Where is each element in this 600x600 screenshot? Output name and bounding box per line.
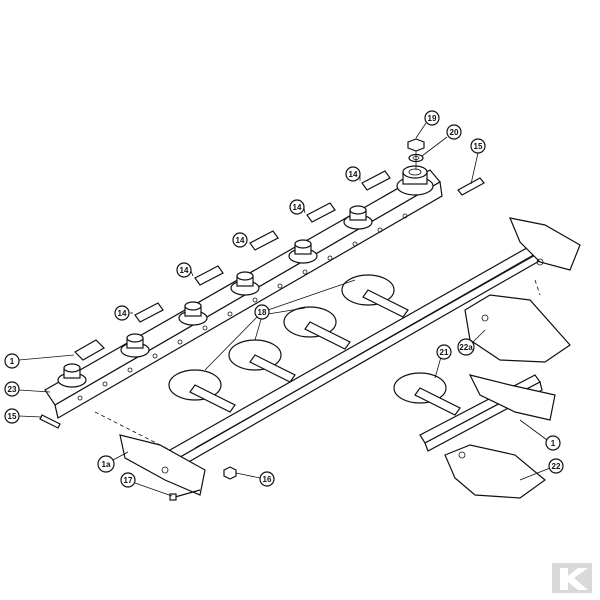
svg-text:14: 14 [293, 203, 302, 212]
callout-15-lower: 15 [4, 408, 43, 424]
drive-gear-hub [396, 165, 434, 196]
guard-clip-2 [194, 265, 224, 286]
cutter-disc-1 [168, 369, 236, 413]
nut-part [407, 138, 425, 152]
callout-22a: 22a [457, 329, 486, 356]
svg-text:18: 18 [258, 308, 267, 317]
svg-text:1a: 1a [102, 460, 111, 469]
svg-text:14: 14 [349, 170, 358, 179]
svg-text:19: 19 [428, 114, 437, 123]
cutter-disc-21 [393, 372, 461, 416]
guard-clip-3 [249, 230, 279, 251]
guard-clip-4 [306, 202, 336, 223]
callout-21: 21 [434, 344, 452, 379]
svg-text:23: 23 [8, 385, 17, 394]
svg-text:21: 21 [440, 348, 449, 357]
guard-clip-1 [134, 302, 164, 323]
svg-text:20: 20 [450, 128, 459, 137]
svg-text:16: 16 [263, 475, 272, 484]
cutter-hub-2 [120, 333, 150, 358]
callout-23: 23 [4, 381, 51, 397]
svg-text:15: 15 [474, 142, 483, 151]
kramp-logo-icon [552, 563, 592, 593]
cutter-disc-2 [228, 339, 296, 383]
bolt-part [169, 489, 201, 501]
callout-15-upper: 15 [470, 138, 486, 185]
callout-18: 18 [204, 279, 356, 371]
pin-part-upper [457, 177, 485, 196]
callout-1-right: 1 [519, 419, 561, 451]
svg-text:1: 1 [10, 357, 15, 366]
arrow-guard-part [74, 339, 105, 361]
svg-text:22a: 22a [459, 343, 473, 352]
cutter-hub-1 [57, 363, 87, 388]
callout-1-left: 1 [4, 353, 75, 369]
callout-22: 22 [519, 458, 564, 481]
svg-text:14: 14 [118, 309, 127, 318]
skid-plate-upper [464, 294, 571, 363]
pin-part-lower [39, 414, 61, 429]
guide-bar [119, 217, 581, 496]
svg-text:14: 14 [180, 266, 189, 275]
callout-14-c: 14 [232, 232, 248, 248]
callout-17: 17 [120, 472, 173, 497]
svg-text:1: 1 [551, 439, 556, 448]
callout-20: 20 [421, 124, 462, 157]
callout-14-d: 14 [289, 199, 306, 215]
callout-1a: 1a [97, 451, 129, 473]
lock-nut-part [223, 466, 237, 480]
cutter-disc-4 [341, 274, 409, 318]
svg-text:17: 17 [124, 476, 133, 485]
guide-bar-short [419, 374, 556, 452]
callout-14-e: 14 [345, 166, 361, 182]
cutter-hub-6 [343, 205, 373, 230]
cutter-hub-3 [178, 301, 208, 326]
guard-clip-5 [361, 170, 391, 191]
svg-text:14: 14 [236, 236, 245, 245]
callout-14-a: 14 [114, 305, 133, 321]
cutter-disc-3 [283, 306, 351, 350]
callout-14-b: 14 [176, 262, 194, 278]
cutter-hub-4 [230, 271, 260, 296]
callout-16: 16 [235, 471, 275, 487]
skid-plate-lower [444, 444, 546, 499]
svg-text:15: 15 [8, 412, 17, 421]
assembly-lines [94, 279, 541, 451]
cutter-hub-5 [288, 239, 318, 264]
svg-text:22: 22 [552, 462, 561, 471]
callout-19: 19 [415, 110, 440, 139]
